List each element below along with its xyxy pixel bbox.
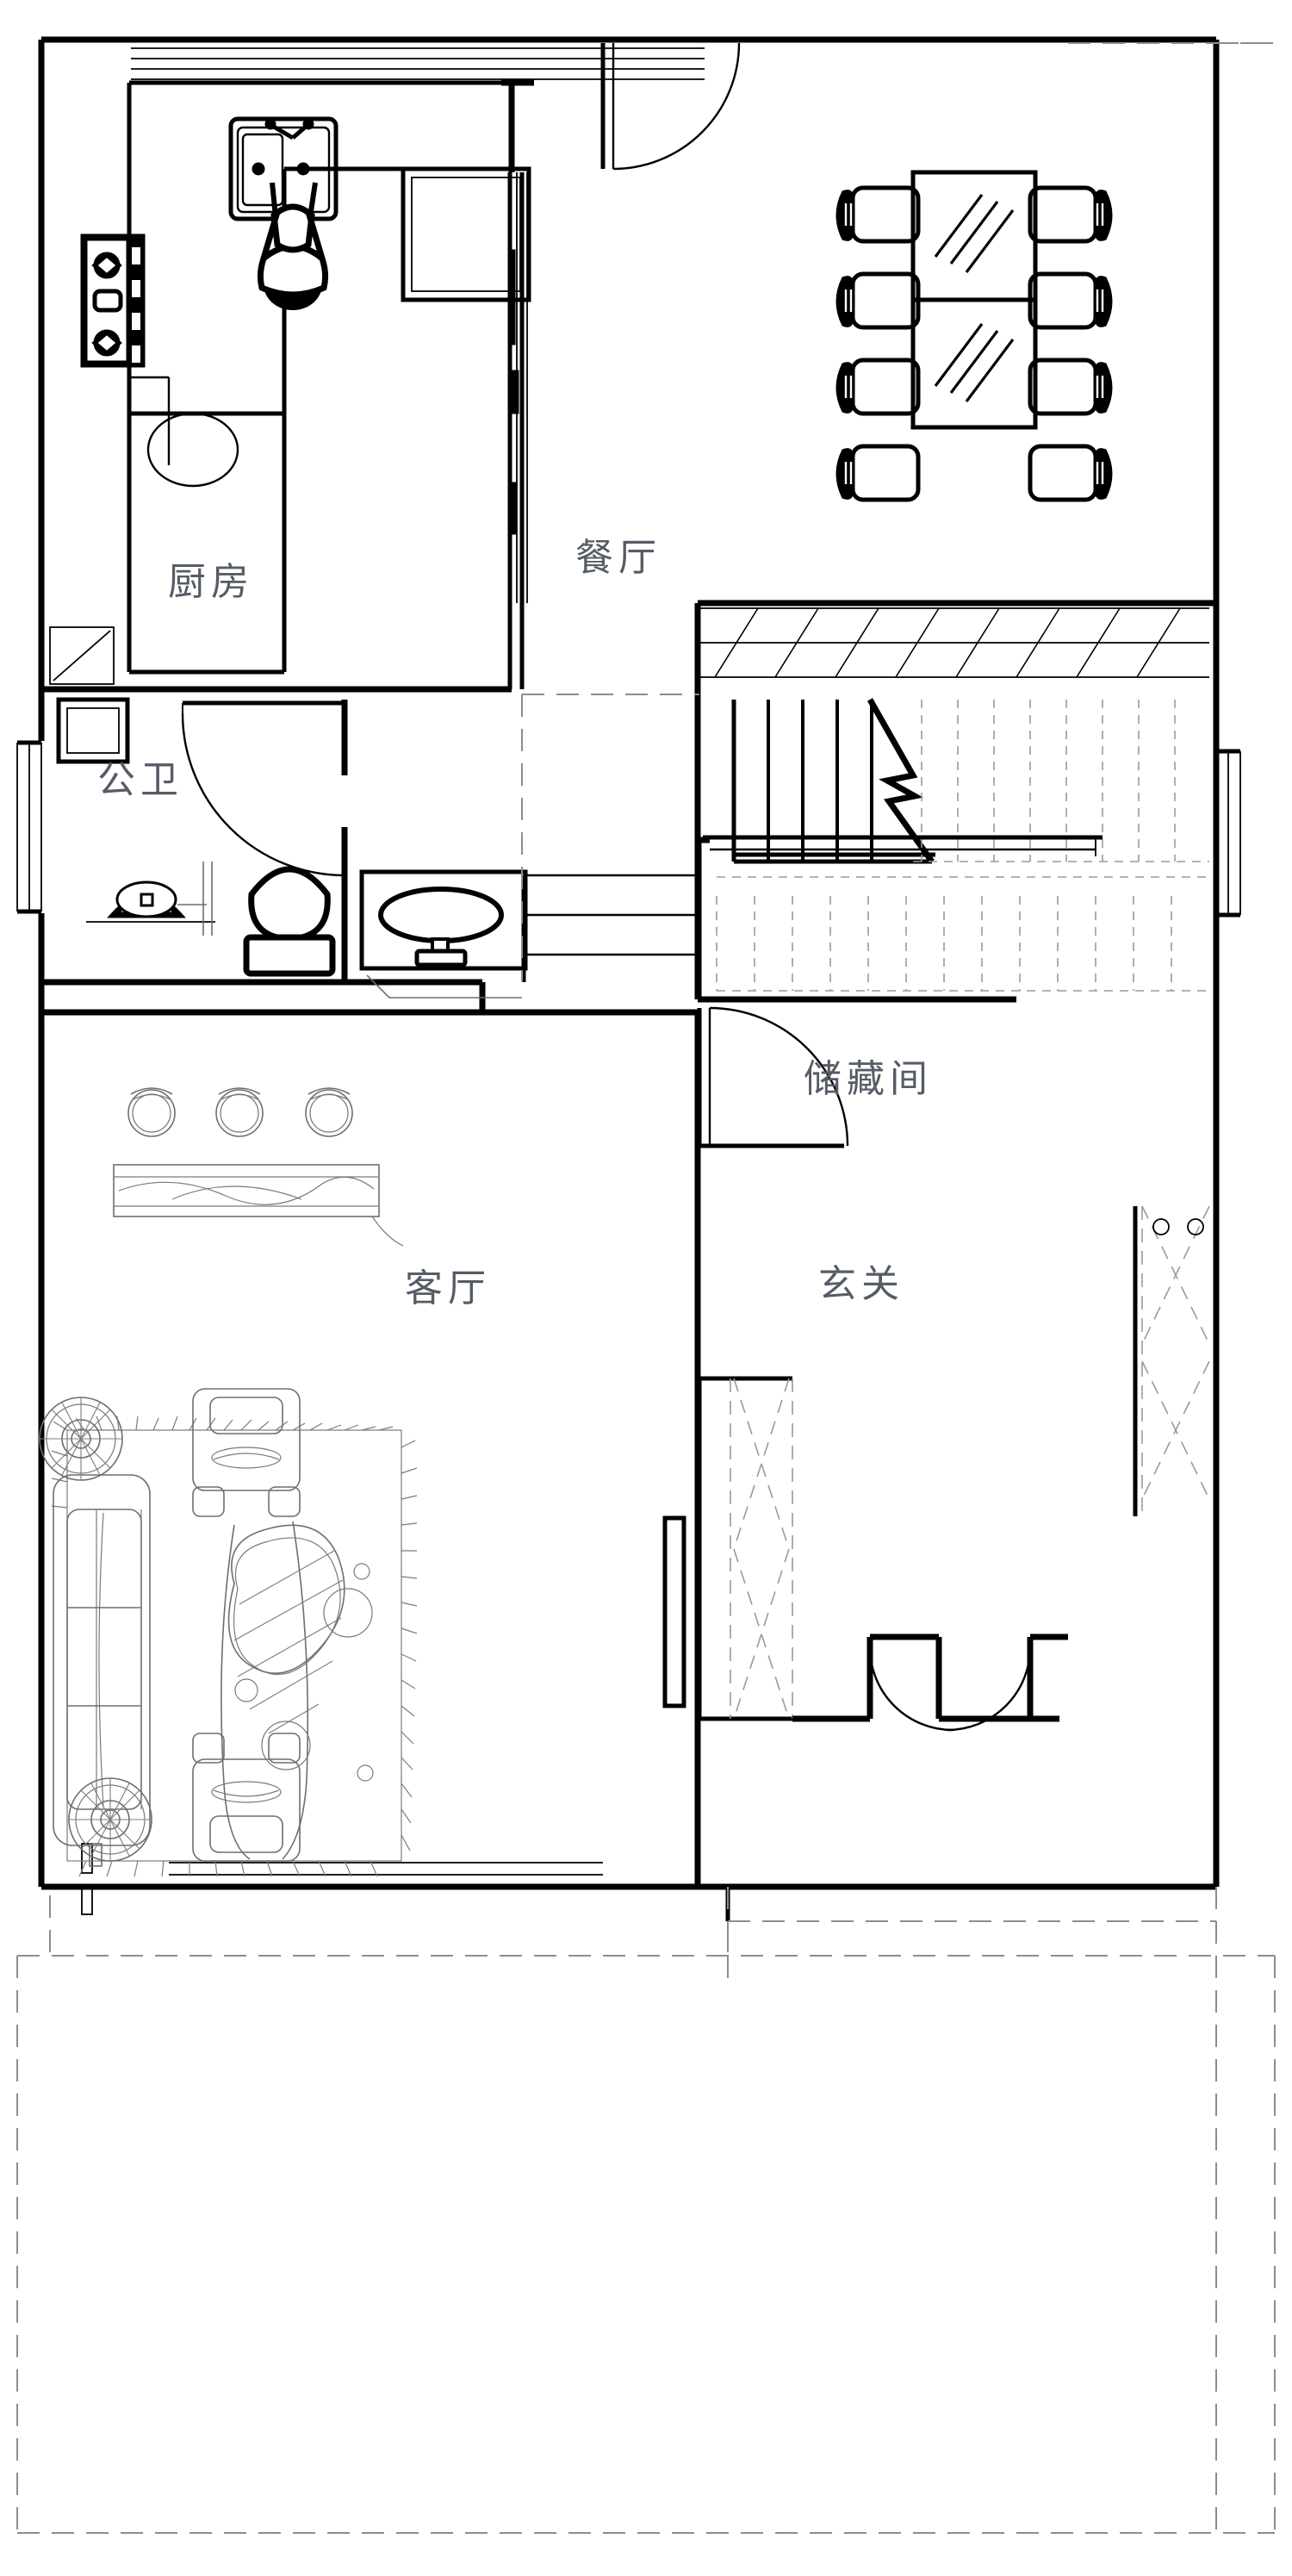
kitchen-wall-cabinet-inner xyxy=(411,177,521,292)
dining-chairs-right xyxy=(1028,185,1113,502)
room-label-bathroom: 公卫 xyxy=(97,758,183,802)
window-top-left xyxy=(131,47,705,80)
room-label-foyer: 玄关 xyxy=(818,1262,904,1306)
armchair-bottom-icon xyxy=(192,1733,301,1862)
room-label-kitchen: 厨房 xyxy=(168,560,254,604)
kitchen-door-swing xyxy=(600,42,741,171)
side-table-top-icon xyxy=(39,1397,123,1481)
property-boundary-dashed xyxy=(16,1895,1276,2534)
entry-door-icon[interactable] xyxy=(792,1633,1068,1732)
decor-circles-icon xyxy=(127,1087,353,1137)
foyer-pilaster xyxy=(662,1515,686,1708)
dining-chairs-left xyxy=(835,185,921,502)
corridor-lines xyxy=(521,874,699,982)
person-figure-icon xyxy=(257,182,329,310)
kitchen-wall-cabinet xyxy=(401,166,531,302)
window-mullion-b xyxy=(81,1884,93,1915)
tv-console-icon xyxy=(113,1164,404,1247)
bathroom-window-box xyxy=(56,697,130,764)
stair-lower-dashed-flight xyxy=(716,876,1209,992)
shoe-cabinet-icon xyxy=(697,1376,793,1721)
room-label-living: 客厅 xyxy=(405,1266,491,1310)
room-label-dining: 餐厅 xyxy=(575,536,662,580)
window-right-upper xyxy=(1215,749,1241,918)
floor-drain-icon xyxy=(86,880,215,923)
dining-partition-detail xyxy=(509,172,528,603)
coffee-table-icon xyxy=(221,1521,374,1860)
hatch-band-above-stairs xyxy=(699,607,1209,678)
window-mullion-a xyxy=(81,1843,93,1874)
staircase-icon xyxy=(703,698,1209,992)
stair-dashed-treads xyxy=(913,700,1209,862)
gas-cooktop-icon xyxy=(80,233,146,368)
stair-break-line xyxy=(867,698,935,864)
kitchen-zone xyxy=(127,80,531,675)
stair-landing-rail xyxy=(703,835,1103,856)
storage-door-swing xyxy=(697,1006,849,1148)
window-left-bath xyxy=(16,740,42,914)
hall-dashed-guides xyxy=(521,694,699,982)
toilet-icon xyxy=(243,866,336,977)
room-label-storage: 储藏间 xyxy=(804,1057,933,1101)
armchair-top-icon xyxy=(192,1388,301,1517)
shower-riser xyxy=(177,862,213,936)
kitchen-corner-detail xyxy=(49,626,115,685)
side-table-bottom-icon xyxy=(68,1777,152,1862)
foyer-side-closet-icon xyxy=(1133,1205,1210,1516)
living-room-floor-mark xyxy=(89,1843,102,1867)
bathroom-door-swing xyxy=(181,700,345,877)
kitchen-round-table xyxy=(146,412,239,488)
